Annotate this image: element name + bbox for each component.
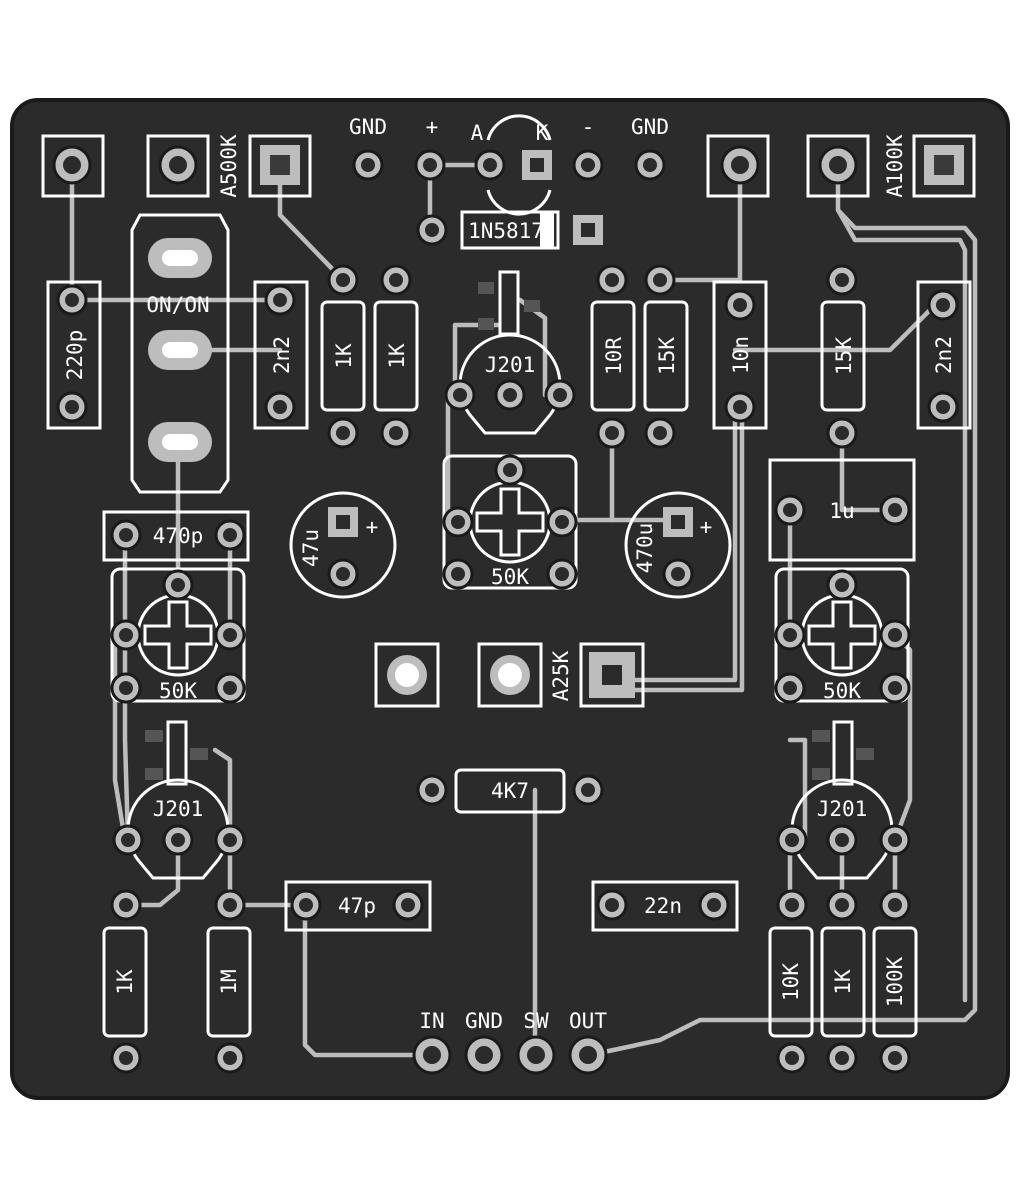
- label-c220p: 220p: [63, 330, 87, 381]
- label-c2n2-left: 2n2: [270, 336, 294, 374]
- label-r10k: 10K: [779, 963, 803, 1001]
- label-c47p: 47p: [338, 894, 376, 918]
- label-trim-right: 50K: [823, 679, 861, 703]
- label-plus: +: [426, 115, 439, 139]
- io-labels: IN GND SW OUT: [419, 1009, 607, 1033]
- label-r10r: 10R: [602, 337, 626, 375]
- label-diode: 1N5817: [468, 219, 544, 243]
- label-c47u-plus: +: [366, 515, 379, 539]
- component-labels: A500K A100K 1N5817 ON/ON 220p 2n2 1K 1K …: [63, 134, 956, 1007]
- label-a500k: A500K: [217, 134, 241, 198]
- pot-pads: [52, 145, 964, 708]
- label-in: IN: [419, 1009, 444, 1033]
- label-trim-center: 50K: [491, 565, 529, 589]
- label-gnd-io: GND: [465, 1009, 503, 1033]
- label-j201-top: J201: [485, 353, 536, 377]
- label-c470p: 470p: [153, 524, 204, 548]
- label-trim-left: 50K: [159, 679, 197, 703]
- label-c2n2-right: 2n2: [932, 336, 956, 374]
- power-header-labels: GND + A K - GND: [349, 115, 669, 145]
- label-c470u-plus: +: [700, 515, 713, 539]
- label-a100k: A100K: [883, 134, 907, 198]
- label-j201-right: J201: [817, 797, 868, 821]
- label-r100k: 100K: [883, 956, 907, 1007]
- label-switch: ON/ON: [146, 293, 209, 317]
- label-r1k-b: 1K: [385, 343, 409, 369]
- label-gnd-right: GND: [631, 115, 669, 139]
- label-c47u: 47u: [299, 529, 323, 567]
- label-r1k-bottom-left: 1K: [113, 969, 137, 995]
- label-r1k-bottom-right: 1K: [831, 969, 855, 995]
- label-c1u: 1u: [829, 499, 854, 523]
- label-r15k-a: 15K: [655, 337, 679, 375]
- label-r1m: 1M: [217, 969, 241, 994]
- label-c22n: 22n: [644, 894, 682, 918]
- silkscreen-outlines: [41, 114, 976, 1038]
- label-gnd-left: GND: [349, 115, 387, 139]
- label-anode: A: [471, 121, 484, 145]
- label-c470u: 470u: [633, 523, 657, 574]
- label-r1k-a: 1K: [332, 343, 356, 369]
- label-a25k: A25K: [549, 650, 573, 701]
- label-out: OUT: [569, 1009, 607, 1033]
- label-r15k-b: 15K: [832, 337, 856, 375]
- label-c10n: 10n: [729, 336, 753, 374]
- label-minus: -: [582, 115, 595, 139]
- label-j201-left: J201: [153, 797, 204, 821]
- label-r4k7: 4K7: [491, 779, 529, 803]
- label-sw: SW: [523, 1009, 549, 1033]
- label-cathode: K: [536, 121, 549, 145]
- switch-slots: [148, 238, 212, 462]
